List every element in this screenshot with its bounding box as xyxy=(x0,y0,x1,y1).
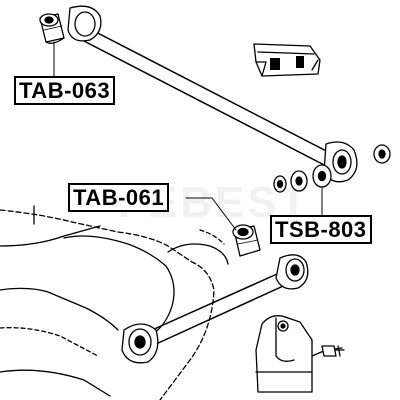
axle-housing xyxy=(0,205,229,400)
lower-control-arm xyxy=(121,254,309,364)
callout-tab-063: TAB-063 xyxy=(14,76,116,105)
bushing-tab-063 xyxy=(39,13,65,44)
callout-tab-061: TAB-061 xyxy=(68,183,170,212)
washer-stack xyxy=(273,144,391,193)
upper-control-arm xyxy=(67,5,358,183)
mounting-bracket xyxy=(253,43,321,77)
lower-bracket xyxy=(255,315,345,393)
bushing-tab-061 xyxy=(232,224,261,257)
callout-tsb-803: TSB-803 xyxy=(270,215,372,244)
leader-lines xyxy=(53,41,323,231)
